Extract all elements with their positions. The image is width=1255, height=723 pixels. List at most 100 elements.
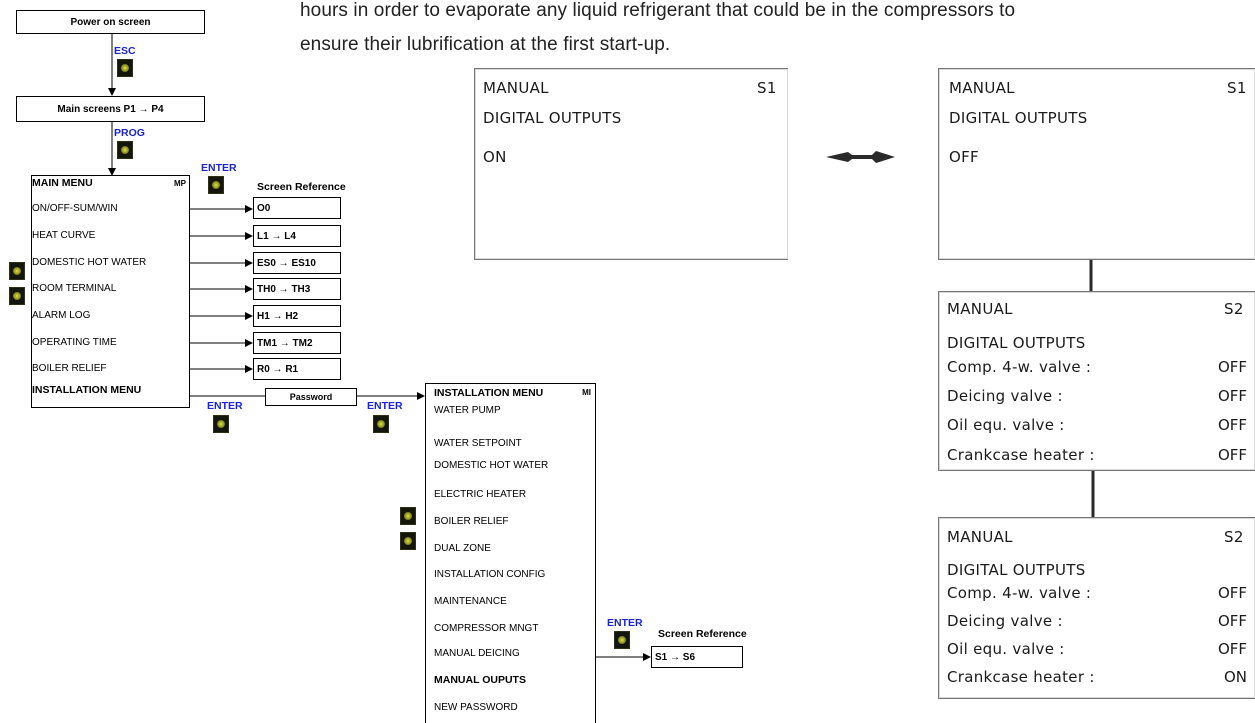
lcd-s2a-line1: MANUAL (947, 300, 1013, 318)
enter-key-icon-manual[interactable] (614, 631, 630, 649)
menu-item-boiler-relief[interactable]: BOILER RELIEF (32, 363, 107, 374)
password-box[interactable]: Password (265, 388, 357, 406)
esc-key-icon[interactable] (117, 59, 133, 77)
lcd-screen-s2-a: MANUAL S2 DIGITAL OUTPUTS Comp. 4-w. val… (938, 291, 1255, 471)
enter-label-main: ENTER (201, 162, 237, 174)
lcd-s2b-line2: DIGITAL OUTPUTS (947, 561, 1086, 579)
lcd-s2a-row3-value: OFF (1217, 416, 1247, 434)
install-item-manual-outputs[interactable]: MANUAL OUPUTS (434, 674, 526, 686)
main-menu-title: MAIN MENU (32, 177, 93, 189)
ref-box-tm: TM1 → TM2 (253, 332, 341, 354)
esc-label: ESC (114, 45, 136, 57)
lcd-s2b-row3-label: Oil equ. valve : (947, 640, 1065, 658)
lcd-s1-on-line2: DIGITAL OUTPUTS (483, 109, 622, 127)
lcd-screen-s1-off: MANUAL S1 DIGITAL OUTPUTS OFF (938, 68, 1255, 260)
ref-box-r: R0 → R1 (253, 358, 341, 380)
lcd-s2a-row1-label: Comp. 4-w. valve : (947, 358, 1092, 376)
lcd-s2b-row4-value: ON (1223, 668, 1247, 686)
lcd-s2a-row3-label: Oil equ. valve : (947, 416, 1065, 434)
screen-reference-label-manual: Screen Reference (658, 628, 747, 640)
lcd-screen-s1-on: MANUAL S1 DIGITAL OUTPUTS ON (474, 68, 788, 260)
lcd-s2a-line2: DIGITAL OUTPUTS (947, 334, 1086, 352)
lcd-s2a-row2-label: Deicing valve : (947, 387, 1063, 405)
lcd-s1-off-line2: DIGITAL OUTPUTS (949, 109, 1088, 127)
install-item-manual-deicing[interactable]: MANUAL DEICING (434, 648, 520, 659)
lcd-s2b-row1-label: Comp. 4-w. valve : (947, 584, 1092, 602)
install-item-water-pump[interactable]: WATER PUMP (434, 405, 501, 416)
lcd-s1-on-code: S1 (757, 79, 777, 97)
ref-box-es: ES0 → ES10 (253, 252, 341, 274)
prog-label: PROG (114, 127, 145, 139)
up-key-icon-install[interactable] (400, 507, 416, 525)
lcd-s1-off-line3: OFF (949, 148, 979, 166)
lcd-s2a-code: S2 (1224, 300, 1244, 318)
enter-key-icon-install-2[interactable] (373, 415, 389, 433)
install-item-maintenance[interactable]: MAINTENANCE (434, 596, 507, 607)
install-item-installation-config[interactable]: INSTALLATION CONFIG (434, 569, 546, 580)
ref-o0: O0 (257, 202, 271, 214)
enter-label-install-2: ENTER (367, 400, 403, 412)
down-key-icon[interactable] (9, 287, 25, 305)
up-key-icon[interactable] (9, 262, 25, 280)
install-item-dual-zone[interactable]: DUAL ZONE (434, 543, 491, 554)
menu-item-alarm-log[interactable]: ALARM LOG (32, 310, 91, 321)
ref-tm: TM1 → TM2 (257, 337, 313, 349)
lcd-s2a-row4-value: OFF (1217, 446, 1247, 464)
intro-line-1: hours in order to evaporate any liquid r… (300, 0, 1016, 21)
main-screens-box: Main screens P1 → P4 (16, 96, 205, 122)
menu-item-heat-curve[interactable]: HEAT CURVE (32, 230, 96, 241)
install-item-boiler-relief[interactable]: BOILER RELIEF (434, 516, 509, 527)
enter-key-icon-install-1[interactable] (213, 415, 229, 433)
down-key-icon-install[interactable] (400, 532, 416, 550)
lcd-s2a-row4-label: Crankcase heater : (947, 446, 1095, 464)
install-item-water-setpoint[interactable]: WATER SETPOINT (434, 438, 522, 449)
installation-menu-box: INSTALLATION MENU MI WATER PUMP WATER SE… (425, 383, 596, 723)
lcd-s1-on-line1: MANUAL (483, 79, 549, 97)
menu-item-installation-menu[interactable]: INSTALLATION MENU (32, 384, 142, 396)
lcd-s2b-row3-value: OFF (1217, 640, 1247, 658)
menu-item-operating-time[interactable]: OPERATING TIME (32, 337, 117, 348)
lcd-s2b-code: S2 (1224, 528, 1244, 546)
prog-key-icon[interactable] (117, 141, 133, 159)
menu-item-on-off[interactable]: ON/OFF-SUM/WIN (32, 203, 118, 214)
screen-reference-label-main: Screen Reference (257, 181, 346, 193)
enter-key-icon-main[interactable] (208, 176, 224, 194)
intro-line-2: ensure their lubrification at the first … (300, 34, 671, 55)
lcd-s2b-line1: MANUAL (947, 528, 1013, 546)
lcd-s2a-row1-value: OFF (1217, 358, 1247, 376)
main-screens-label: Main screens P1 → P4 (57, 103, 164, 115)
power-on-screen-label: Power on screen (70, 16, 151, 28)
right-arrow-icon (826, 151, 895, 163)
lcd-screen-s2-b: MANUAL S2 DIGITAL OUTPUTS Comp. 4-w. val… (938, 517, 1255, 699)
ref-l: L1 → L4 (257, 230, 296, 242)
main-menu-code: MP (174, 179, 186, 188)
lcd-s2a-row2-value: OFF (1217, 387, 1247, 405)
ref-th: TH0 → TH3 (257, 283, 311, 295)
lcd-s2b-row2-value: OFF (1217, 612, 1247, 630)
lcd-s2b-row4-label: Crankcase heater : (947, 668, 1095, 686)
ref-r: R0 → R1 (257, 363, 299, 375)
ref-box-l: L1 → L4 (253, 225, 341, 247)
lcd-s2b-row2-label: Deicing valve : (947, 612, 1063, 630)
lcd-s1-off-line1: MANUAL (949, 79, 1015, 97)
ref-h: H1 → H2 (257, 310, 299, 322)
installation-menu-code: MI (582, 388, 591, 397)
install-item-compressor-mngt[interactable]: COMPRESSOR MNGT (434, 623, 539, 634)
main-menu-box: MAIN MENU MP ON/OFF-SUM/WIN HEAT CURVE D… (31, 175, 190, 408)
lcd-s1-off-code: S1 (1227, 79, 1247, 97)
menu-item-room-terminal[interactable]: ROOM TERMINAL (32, 283, 117, 294)
enter-label-install-1: ENTER (207, 400, 243, 412)
install-item-electric-heater[interactable]: ELECTRIC HEATER (434, 489, 527, 500)
lcd-s2b-row1-value: OFF (1217, 584, 1247, 602)
installation-menu-title: INSTALLATION MENU (434, 387, 544, 399)
install-item-new-password[interactable]: NEW PASSWORD (434, 702, 518, 713)
ref-box-h: H1 → H2 (253, 305, 341, 327)
menu-item-domestic-hot-water[interactable]: DOMESTIC HOT WATER (32, 257, 147, 268)
enter-label-manual: ENTER (607, 617, 643, 629)
lcd-s1-on-line3: ON (483, 148, 507, 166)
password-label: Password (289, 392, 333, 402)
ref-box-o0: O0 (253, 197, 341, 219)
install-item-domestic-hot-water[interactable]: DOMESTIC HOT WATER (434, 460, 549, 471)
power-on-screen-box: Power on screen (16, 10, 205, 34)
ref-box-th: TH0 → TH3 (253, 278, 341, 300)
